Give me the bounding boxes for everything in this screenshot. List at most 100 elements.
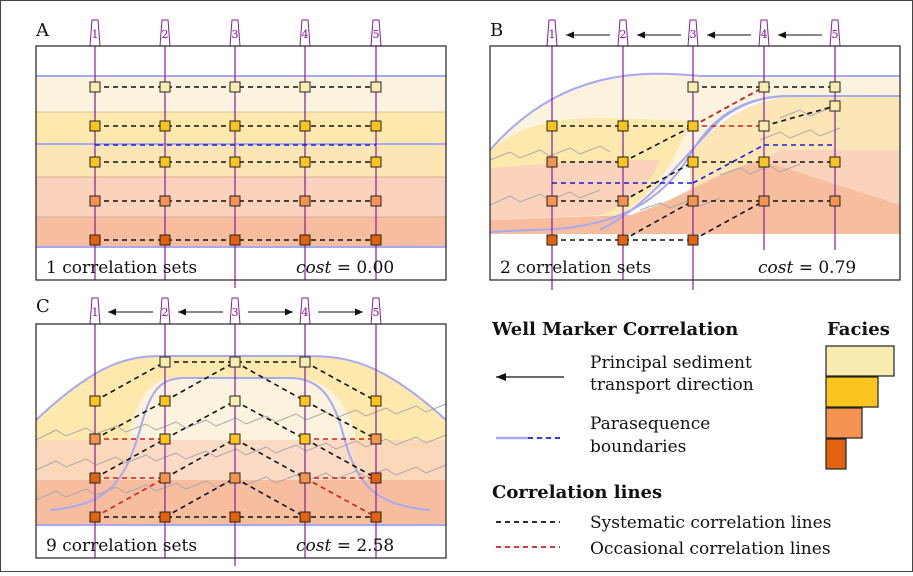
well-marker: [299, 395, 311, 407]
legend-transport-line2: transport direction: [590, 375, 754, 395]
panel-a-cost: cost = 0.00: [296, 258, 394, 278]
well-marker: [546, 234, 558, 246]
legend-boundary-line2: boundaries: [590, 437, 686, 457]
well-marker: [299, 511, 311, 523]
well-marker: [687, 195, 699, 207]
well-number: 3: [232, 306, 239, 319]
well-number: 5: [373, 306, 380, 319]
systematic-correlation-line: [94, 438, 166, 479]
facies-swatch-1: [825, 345, 895, 377]
occasional-correlation-line: [692, 86, 765, 127]
parasequence-boundary: [599, 95, 791, 231]
well-marker: [229, 234, 241, 246]
well-number: 1: [92, 28, 99, 41]
well-number: 2: [162, 28, 169, 41]
well-marker: [617, 120, 629, 132]
facies-swatch-2: [825, 376, 879, 408]
parasequence-dashed-line: [692, 144, 765, 184]
well-marker: [229, 395, 241, 407]
well-marker: [546, 195, 558, 207]
arrow-left-icon: [108, 308, 116, 316]
markers-c: [89, 356, 382, 523]
arrow-left-icon: [778, 31, 786, 39]
well-marker: [89, 472, 101, 484]
panel-c-cost: cost = 2.58: [296, 536, 394, 556]
well-number: 3: [690, 28, 697, 41]
legend-boundary-line1: Parasequence: [590, 414, 710, 434]
well-marker: [758, 81, 770, 93]
well-marker: [370, 433, 382, 445]
well-marker: [758, 156, 770, 168]
well-marker: [370, 81, 382, 93]
well-marker: [617, 195, 629, 207]
well-marker: [159, 433, 171, 445]
well-marker: [159, 234, 171, 246]
systematic-correlation-line: [234, 400, 306, 440]
systematic-correlation-line: [164, 361, 236, 402]
systematic-correlation-line: [164, 438, 236, 479]
well-marker: [370, 120, 382, 132]
well-marker: [546, 156, 558, 168]
well-marker: [159, 195, 171, 207]
occasional-correlation-line: [304, 477, 377, 518]
well-marker: [229, 156, 241, 168]
well-marker: [159, 120, 171, 132]
well-marker: [299, 156, 311, 168]
well-marker: [370, 195, 382, 207]
well-marker: [229, 356, 241, 368]
legend: Well Marker Correlation Principal sedime…: [491, 319, 895, 559]
arrow-left-icon: [178, 308, 186, 316]
well-marker: [229, 195, 241, 207]
well-number: 4: [302, 28, 309, 41]
well-number: 2: [162, 306, 169, 319]
parasequence-boundary: [490, 72, 900, 151]
systematic-correlation-line: [622, 200, 694, 241]
markers-b: [546, 81, 841, 246]
well-marker: [829, 81, 841, 93]
well-marker: [89, 234, 101, 246]
well-marker: [617, 234, 629, 246]
systematic-correlation-line: [94, 400, 166, 440]
well-marker: [229, 120, 241, 132]
systematic-correlation-line: [304, 400, 377, 440]
well-marker: [687, 234, 699, 246]
well-marker: [370, 234, 382, 246]
correlation-lines-title: Correlation lines: [492, 482, 662, 503]
well-marker: [687, 120, 699, 132]
well-marker: [687, 156, 699, 168]
correlations-b: [552, 86, 836, 241]
well-marker: [299, 81, 311, 93]
well-number: 4: [761, 28, 768, 41]
well-marker: [229, 433, 241, 445]
panel-b-sets: 2 correlation sets: [500, 258, 651, 278]
panel-b-cost: cost = 0.79: [758, 258, 856, 278]
arrow-right-icon: [355, 308, 363, 316]
well-marker: [229, 511, 241, 523]
well-marker: [829, 156, 841, 168]
arrow-left-icon: [496, 373, 506, 381]
systematic-correlation-line: [763, 105, 836, 127]
well-number: 4: [302, 306, 309, 319]
well-marker: [299, 356, 311, 368]
well-marker: [687, 81, 699, 93]
arrow-left-icon: [707, 31, 715, 39]
well-marker: [89, 195, 101, 207]
well-marker: [758, 120, 770, 132]
well-marker: [159, 81, 171, 93]
well-marker: [89, 120, 101, 132]
well-marker: [758, 195, 770, 207]
well-marker: [299, 433, 311, 445]
systematic-correlation-line: [304, 438, 377, 479]
well-marker: [299, 234, 311, 246]
well-marker: [89, 156, 101, 168]
well-marker: [89, 395, 101, 407]
well-marker: [89, 511, 101, 523]
facies-swatch-3: [825, 407, 863, 439]
well-marker: [829, 100, 841, 112]
parasequence-boundary: [49, 377, 431, 511]
well-marker: [299, 472, 311, 484]
